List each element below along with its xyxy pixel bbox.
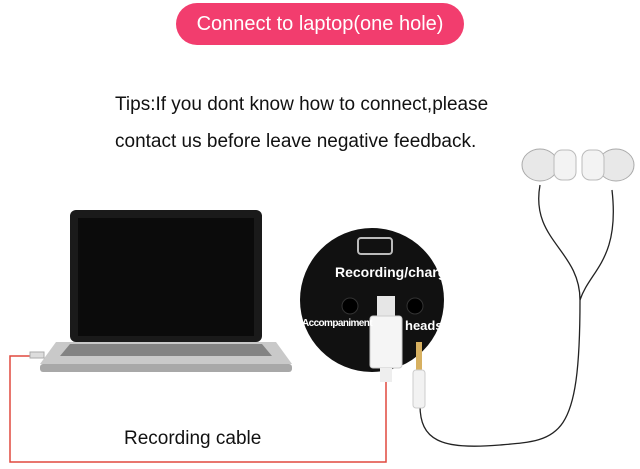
headset-label: headset bbox=[405, 318, 455, 333]
audio-jack-icon bbox=[412, 342, 426, 409]
port-label: Recording/charge bbox=[335, 264, 455, 280]
recording-cable-label: Recording cable bbox=[124, 428, 262, 449]
tips-line-1: Tips:If you dont know how to connect,ple… bbox=[115, 94, 489, 115]
accompaniment-label: Accompaniment bbox=[302, 318, 373, 329]
earphones-icon bbox=[521, 148, 635, 182]
tips-text: Tips:If you dont know how to connect,ple… bbox=[115, 86, 515, 160]
recording-cable bbox=[9, 355, 387, 463]
usb-plug-icon bbox=[369, 296, 403, 382]
laptop-icon bbox=[29, 210, 292, 372]
connect-banner: Connect to laptop(one hole) bbox=[176, 3, 464, 45]
tips-line-2: contact us before leave negative feedbac… bbox=[115, 131, 477, 152]
earphone-wire bbox=[419, 184, 581, 447]
sound-card-device bbox=[300, 228, 444, 372]
